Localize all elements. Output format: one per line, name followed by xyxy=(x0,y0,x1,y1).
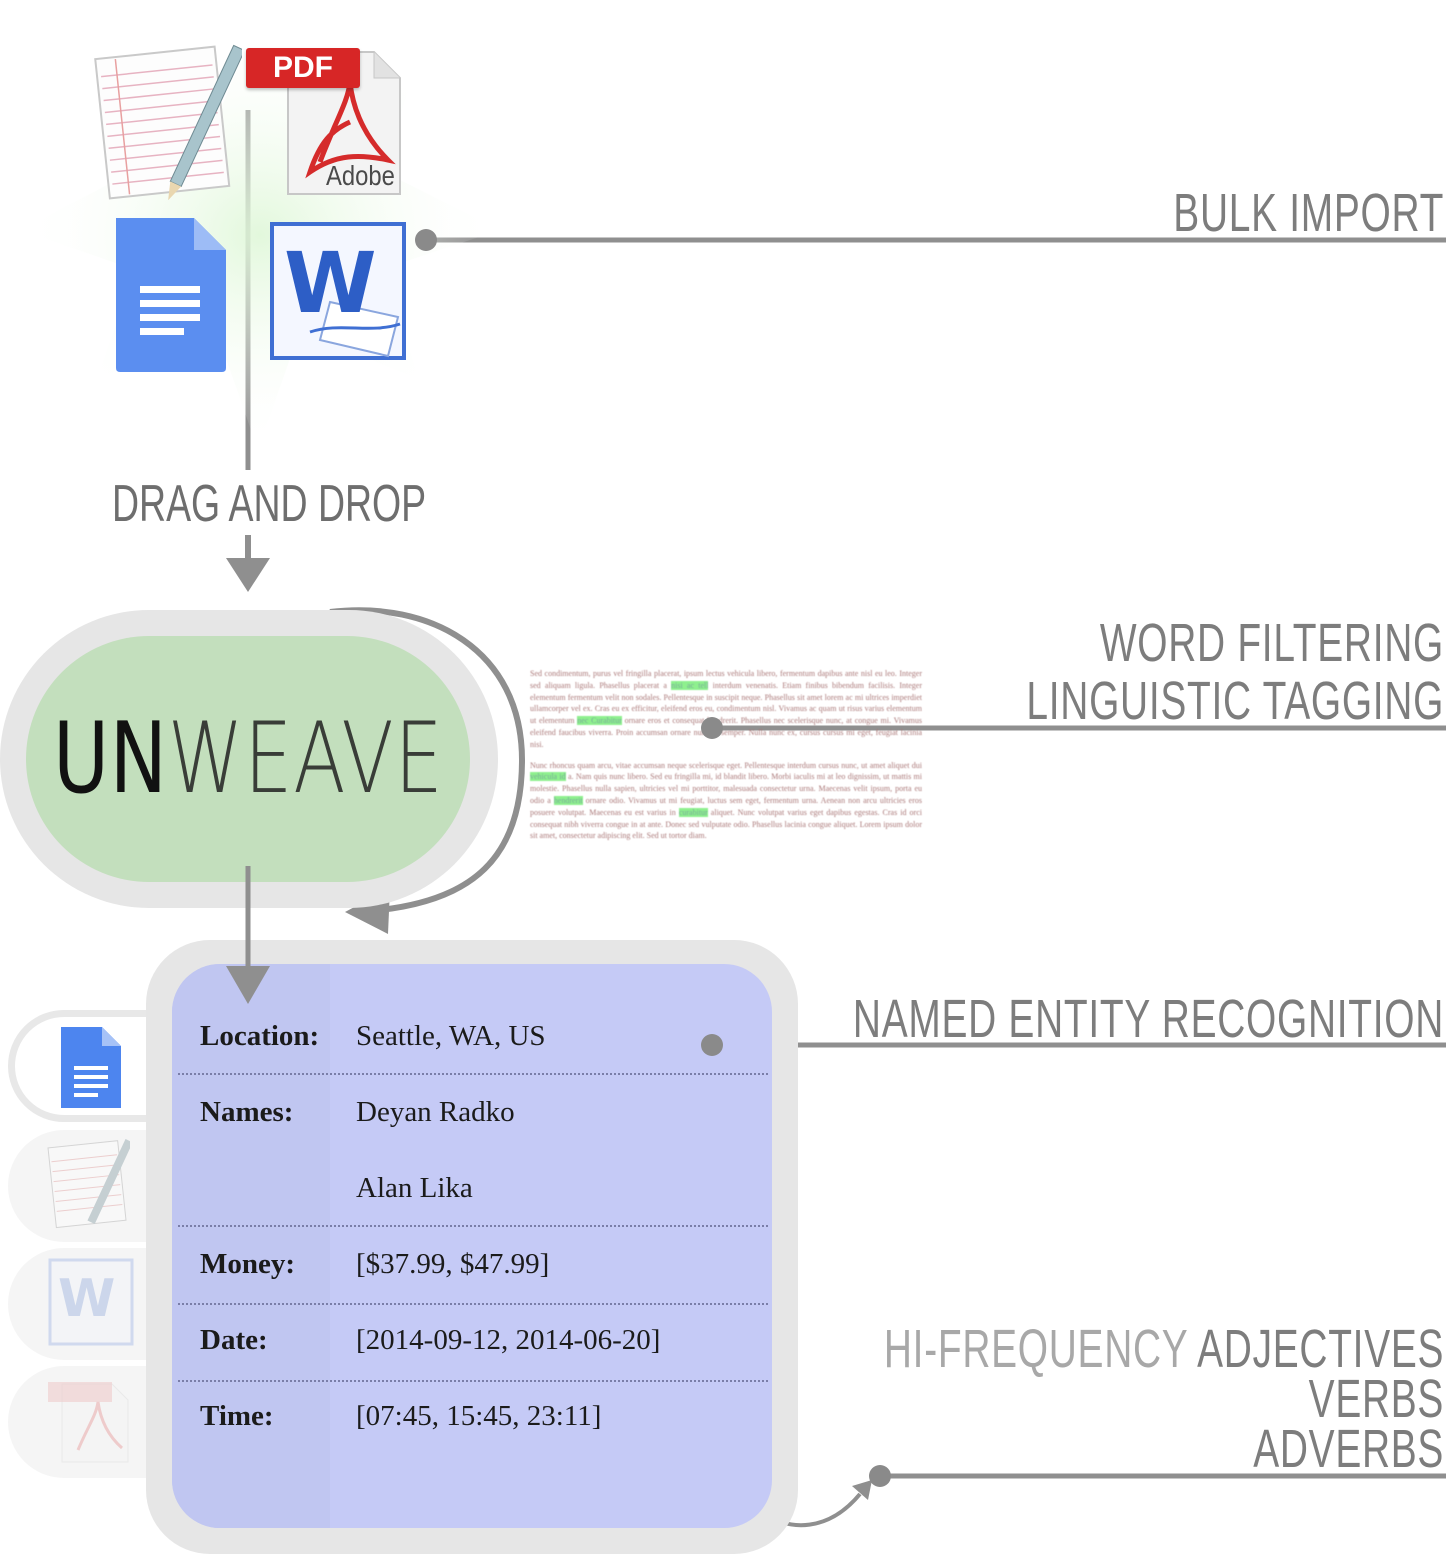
word-file-icon: W xyxy=(270,222,406,360)
entity-label: Location: xyxy=(200,1020,320,1052)
pill-to-card-arrow xyxy=(226,866,270,1004)
unweave-pill[interactable]: UNWEAVE xyxy=(26,636,470,882)
drag-arrow-head xyxy=(226,558,270,592)
hi-frequency-text: HI-FREQUENCY xyxy=(883,1319,1188,1379)
return-arrow-curve xyxy=(329,607,526,913)
brand-part-weave: WEAVE xyxy=(167,702,444,816)
tagged-text-sample: Sed condimentum, purus vel fringilla pla… xyxy=(530,668,922,851)
entity-label: Date: xyxy=(200,1324,268,1356)
tagging-dot xyxy=(701,717,723,739)
sample-paragraph-1: Sed condimentum, purus vel fringilla pla… xyxy=(530,669,923,749)
verbs-label: VERBS xyxy=(1308,1369,1444,1429)
row-divider xyxy=(178,1225,768,1227)
brand-part-un: UN xyxy=(52,702,168,816)
notepad-icon xyxy=(94,44,242,200)
tab-pdf-icon xyxy=(48,1382,129,1463)
entity-label: Money: xyxy=(200,1248,296,1280)
frequency-label: HI-FREQUENCY ADJECTIVES xyxy=(884,1320,1444,1378)
entity-label: Names: xyxy=(200,1096,294,1128)
entity-label-column xyxy=(172,964,330,1528)
word-filtering-label: WORD FILTERING xyxy=(1099,613,1444,673)
ner-label: NAMED ENTITY RECOGNITION xyxy=(852,989,1444,1049)
entity-value: [$37.99, $47.99] xyxy=(356,1248,550,1280)
google-docs-icon xyxy=(116,218,226,372)
bulk-import-dot xyxy=(415,229,437,251)
entity-value: [2014-09-12, 2014-06-20] xyxy=(356,1324,661,1356)
ner-dot xyxy=(701,1034,723,1056)
entity-value: Alan Lika xyxy=(356,1172,473,1204)
entity-value: Deyan Radko xyxy=(356,1096,515,1128)
adjectives-text: ADJECTIVES xyxy=(1196,1319,1444,1379)
row-divider xyxy=(178,1380,768,1382)
entity-value: [07:45, 15:45, 23:11] xyxy=(356,1400,602,1432)
linguistic-tagging-label: LINGUISTIC TAGGING xyxy=(1026,671,1444,731)
frequency-arrow-head xyxy=(852,1480,872,1500)
tab-notepad-icon xyxy=(47,1138,130,1229)
entity-card: Location: Seattle, WA, US Names: Deyan R… xyxy=(172,964,772,1528)
adobe-label: Adobe xyxy=(326,160,395,191)
row-divider xyxy=(178,1303,768,1305)
pdf-badge: PDF xyxy=(246,48,360,88)
frequency-dot xyxy=(869,1465,891,1487)
adverbs-label: ADVERBS xyxy=(1253,1419,1444,1479)
svg-text:W: W xyxy=(58,1269,115,1329)
sample-paragraph-2: Nunc rhoncus quam arcu, vitae accumsan n… xyxy=(530,760,922,841)
bulk-import-label: BULK IMPORT xyxy=(1173,183,1444,243)
entity-label: Time: xyxy=(200,1400,274,1432)
word-frame xyxy=(270,222,406,360)
row-divider xyxy=(178,1073,768,1075)
entity-value: Seattle, WA, US xyxy=(356,1020,546,1052)
brand-logo: UNWEAVE xyxy=(53,702,443,816)
pdf-file-icon: PDF Adobe xyxy=(246,42,406,198)
drag-and-drop-label: DRAG AND DROP xyxy=(112,475,427,533)
word-letter: W xyxy=(284,234,377,332)
tab-google-doc-icon xyxy=(61,1027,121,1108)
tab-word-icon: W xyxy=(48,1258,134,1346)
